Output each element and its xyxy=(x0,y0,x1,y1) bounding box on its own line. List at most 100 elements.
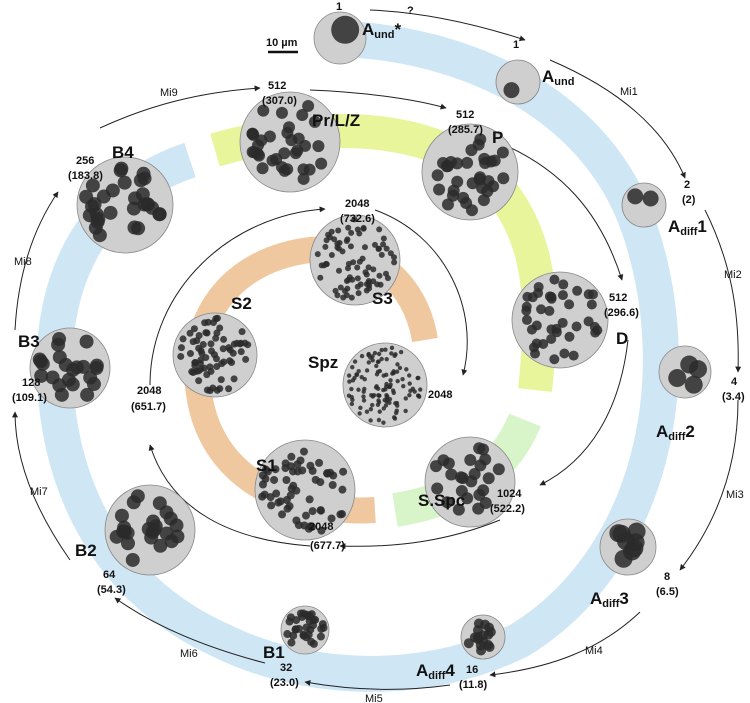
nucleus xyxy=(282,495,291,504)
nucleus xyxy=(114,161,129,176)
nucleus xyxy=(305,495,314,504)
nucleus xyxy=(551,323,562,334)
mean-b4: (183.8) xyxy=(68,170,103,182)
nucleus xyxy=(351,216,358,223)
nucleus xyxy=(292,616,301,625)
nucleus xyxy=(339,467,348,476)
nucleus xyxy=(96,189,111,204)
label-aund-star: Aund* xyxy=(362,20,401,41)
nucleus xyxy=(352,375,357,381)
count-p: 512 xyxy=(456,109,474,121)
nucleus xyxy=(177,352,185,360)
nucleus xyxy=(407,373,412,378)
nucleus xyxy=(359,353,365,359)
nucleus xyxy=(127,220,142,235)
cell-cluster-adiff1 xyxy=(621,182,667,228)
nucleus xyxy=(263,467,272,476)
nucleus xyxy=(464,454,477,467)
nucleus xyxy=(302,633,311,642)
nucleus xyxy=(403,408,408,414)
nucleus xyxy=(238,328,246,336)
nucleus xyxy=(481,185,494,198)
nucleus xyxy=(256,162,269,175)
nucleus xyxy=(307,610,316,619)
nucleus xyxy=(364,368,370,373)
nucleus xyxy=(196,359,204,367)
nucleus xyxy=(349,401,355,407)
nucleus xyxy=(354,372,359,377)
label-b3: B3 xyxy=(18,332,40,351)
nucleus xyxy=(328,228,335,235)
nucleus xyxy=(347,243,354,250)
nucleus xyxy=(457,191,470,204)
nucleus xyxy=(461,492,474,505)
nucleus xyxy=(468,468,481,481)
nucleus xyxy=(361,394,366,399)
nucleus xyxy=(559,348,570,359)
label-prlz: Pr/L/Z xyxy=(312,111,360,130)
nucleus xyxy=(219,345,227,353)
nucleus xyxy=(368,418,373,423)
nucleus xyxy=(285,617,294,626)
nucleus xyxy=(79,189,94,204)
nucleus xyxy=(317,624,326,633)
nucleus xyxy=(533,288,544,299)
nucleus xyxy=(528,342,539,353)
label-aund: Aund xyxy=(542,67,574,88)
nucleus xyxy=(394,369,400,374)
cell-cluster-aund_star xyxy=(313,11,367,65)
label-s3: S3 xyxy=(372,289,393,308)
label-spz: Spz xyxy=(308,353,338,372)
mean-b3: (109.1) xyxy=(12,392,47,404)
count-adiff2: 4 xyxy=(731,376,738,388)
nucleus xyxy=(387,384,393,389)
cell-cluster-p xyxy=(421,123,519,221)
nucleus xyxy=(483,639,494,650)
nucleus xyxy=(521,314,532,325)
nucleus xyxy=(583,316,594,327)
cell-cluster-adiff3 xyxy=(599,518,657,576)
label-p: P xyxy=(492,128,503,147)
count-b3: 128 xyxy=(22,377,40,389)
nucleus xyxy=(308,507,317,516)
arrow-unknown xyxy=(369,9,526,42)
nucleus xyxy=(200,364,208,372)
nucleus xyxy=(309,621,318,630)
nucleus xyxy=(276,497,285,506)
nucleus xyxy=(446,189,459,202)
mean-adiff3: (6.5) xyxy=(656,586,679,598)
nucleus xyxy=(354,264,361,271)
nucleus xyxy=(186,329,194,337)
arrow-d-sspc xyxy=(539,339,629,486)
nucleus xyxy=(374,363,379,369)
nucleus xyxy=(285,134,298,147)
cell-cluster-prlz xyxy=(239,91,341,193)
nucleus xyxy=(208,347,216,355)
nucleus xyxy=(315,458,324,467)
count-aund-star: 1 xyxy=(336,1,342,13)
nucleus xyxy=(612,524,631,543)
nucleus xyxy=(45,370,60,385)
nucleus xyxy=(362,386,367,392)
nucleus xyxy=(472,502,485,515)
nucleus xyxy=(275,106,288,119)
nucleus xyxy=(503,82,520,99)
nucleus xyxy=(125,552,140,567)
nucleus xyxy=(418,387,423,392)
mean-adiff2: (3.4) xyxy=(722,391,745,403)
nucleus xyxy=(126,201,141,216)
nucleus xyxy=(380,241,387,248)
nucleus xyxy=(370,394,376,399)
cell-clusters xyxy=(29,11,712,660)
nucleus xyxy=(195,344,203,352)
nucleus xyxy=(394,408,399,413)
count-spz: 2048 xyxy=(428,389,452,401)
label-mi7: Mi7 xyxy=(30,486,48,498)
label-d: D xyxy=(616,329,628,348)
nucleus xyxy=(380,235,387,242)
nucleus xyxy=(338,485,347,494)
nucleus xyxy=(376,245,383,252)
nucleus xyxy=(368,407,374,412)
nucleus xyxy=(358,405,363,411)
label-s1: S1 xyxy=(256,456,277,475)
